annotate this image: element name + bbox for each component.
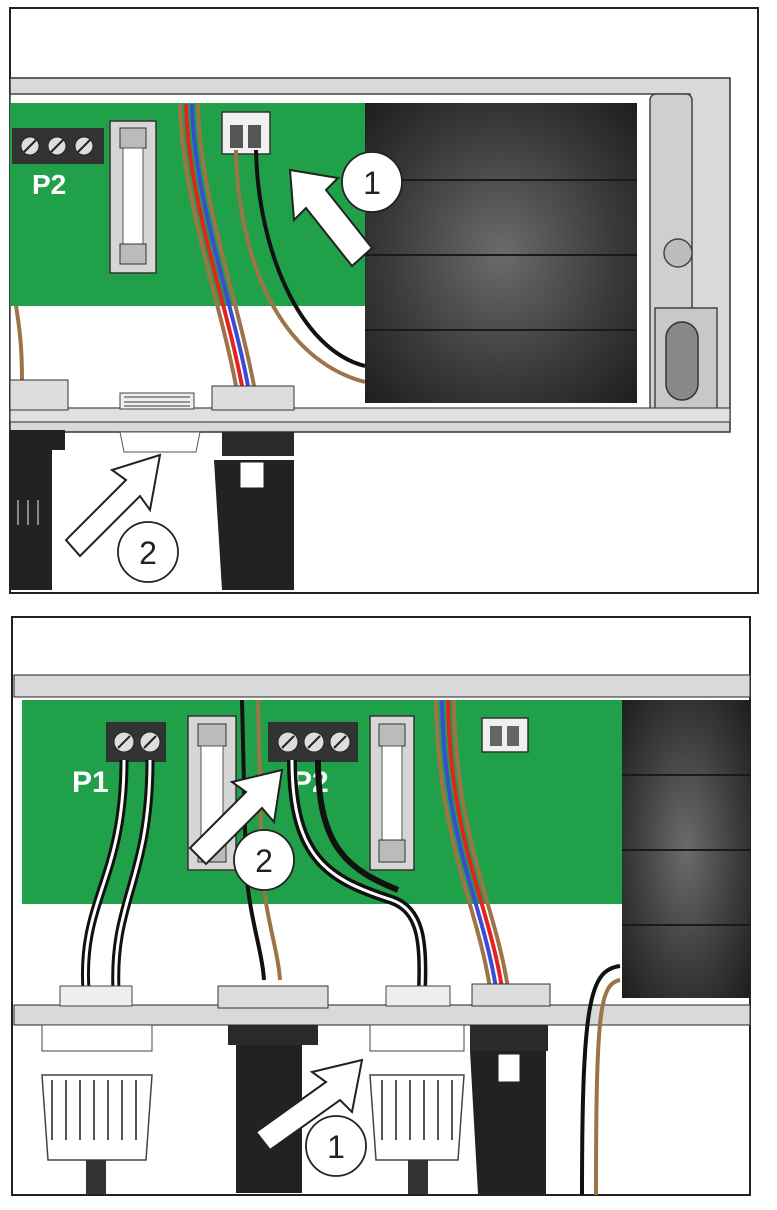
callout-2-circle-top — [117, 521, 179, 583]
callout-1-bottom: 1 — [327, 1129, 345, 1165]
fuse-bottom-right — [369, 715, 415, 871]
cable-gland-2-bottom — [217, 985, 329, 1193]
empty-gland-top — [119, 392, 201, 453]
callout-1-circle-bottom — [305, 1115, 367, 1177]
callout-1-top: 1 — [363, 165, 381, 201]
terminal-block-p2-bottom — [268, 722, 358, 762]
callout-2-circle-bottom — [233, 829, 295, 891]
panel-bottom: P1 P2 — [11, 616, 751, 1196]
connector-socket-bottom — [481, 717, 529, 753]
arrow-callout-2-top — [64, 453, 162, 558]
panel-top: P2 — [9, 7, 759, 594]
cable-gland-1-bottom — [41, 985, 153, 1194]
connector-plug-top — [221, 111, 271, 155]
callout-1-circle-top — [341, 151, 403, 213]
fuse-top — [109, 120, 157, 274]
battery-pack-top — [365, 103, 637, 403]
label-p2-top: P2 — [32, 169, 66, 200]
cable-gland-left-top — [9, 379, 69, 590]
wires-top — [14, 103, 366, 387]
callout-2-top: 2 — [139, 535, 157, 571]
arrow-callout-1-bottom — [254, 1058, 364, 1152]
cable-gland-4-bottom — [470, 983, 551, 1194]
arrow-callout-1-top — [288, 168, 374, 268]
callout-2-bottom: 2 — [255, 843, 273, 879]
label-p1-bottom: P1 — [72, 766, 109, 799]
battery-pack-bottom — [622, 700, 750, 998]
cable-gland-right-top — [211, 385, 295, 590]
housing-bottom — [13, 674, 751, 1026]
terminal-block-p2 — [12, 128, 104, 164]
cable-gland-3-bottom — [369, 985, 465, 1194]
arrow-callout-2-bottom — [188, 768, 284, 866]
terminal-block-p1 — [106, 722, 166, 762]
